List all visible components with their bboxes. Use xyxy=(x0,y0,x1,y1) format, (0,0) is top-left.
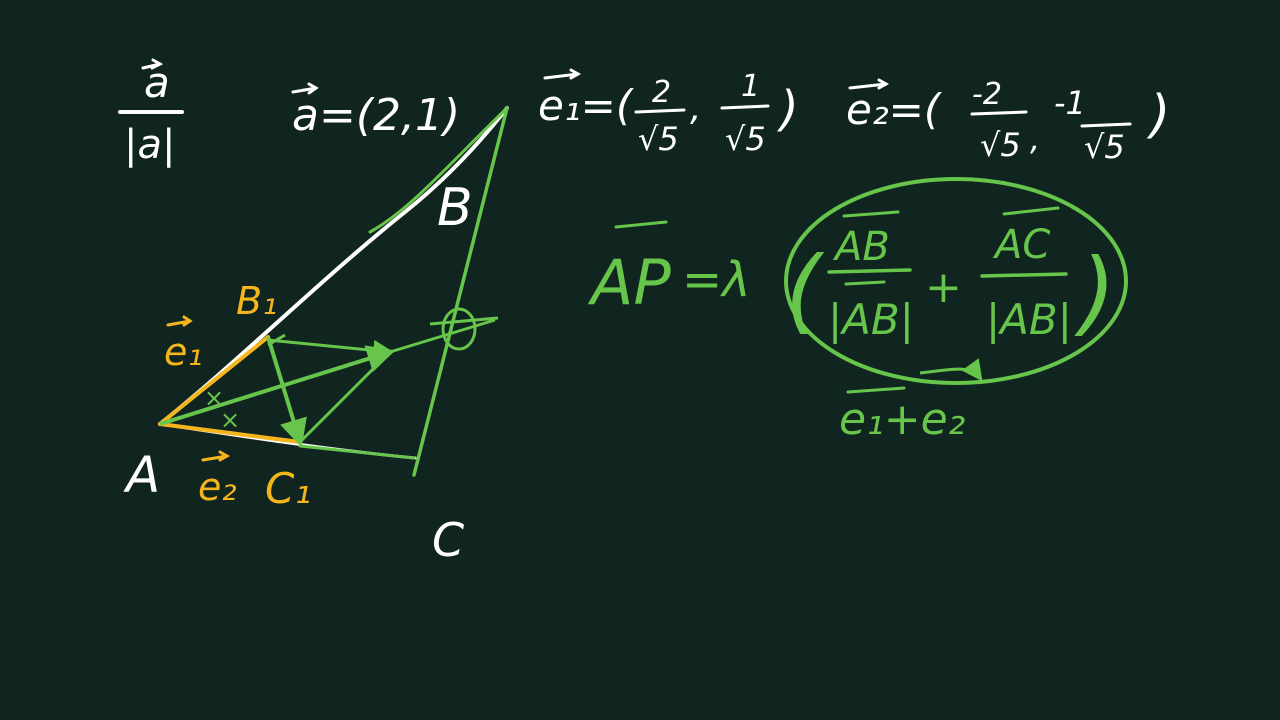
e2-left: e₂=( xyxy=(846,85,942,134)
vector-arrow-head-e2-top xyxy=(877,78,890,90)
e2-x-numerator: -2 xyxy=(972,77,1002,112)
e2-y-denominator: √5 xyxy=(1084,128,1125,166)
vector-arrow-head-a xyxy=(150,58,164,70)
e1-comma: , xyxy=(690,88,701,129)
vector-arrow-e2-top xyxy=(848,82,888,90)
e2-x-denominator: √5 xyxy=(980,126,1021,164)
label-C1: C₁ xyxy=(265,464,311,513)
label-e2: e₂ xyxy=(198,465,237,509)
e1-x-denominator: √5 xyxy=(638,120,679,158)
vector-a-definition: a=(2,1) xyxy=(291,82,460,141)
vector-arrow-head-a-definition xyxy=(307,82,319,95)
frac2-num-arrow xyxy=(1002,206,1060,216)
tick-mark-upper: × xyxy=(204,384,224,412)
a-unit-numerator: a xyxy=(144,58,170,107)
frac1-denominator: |AB| xyxy=(828,295,914,344)
vector-arrow-e1-top xyxy=(543,72,580,80)
frac2-bar xyxy=(980,272,1068,278)
e1-right-paren: ) xyxy=(777,81,799,137)
side-ab-overlay-green xyxy=(368,106,509,234)
equals-lambda: =λ xyxy=(682,252,751,308)
ap-vector: AP xyxy=(587,246,671,319)
right-formula: AP =λ ( AB |AB| + AC |AB| ) e₁+e₂ xyxy=(587,177,1128,445)
label-B1: B₁ xyxy=(236,279,277,323)
e1-definition: e₁=( 2 √5 , 1 √5 ) xyxy=(538,68,799,158)
e2-definition: e₂=( -2 √5 , -1 √5 ) xyxy=(846,77,1170,166)
green-arrow-ap xyxy=(159,345,396,426)
frac2-numerator: AC xyxy=(992,222,1050,268)
vector-e1-yellow xyxy=(158,335,270,426)
e2-right-paren: ) xyxy=(1146,85,1170,145)
unit-vector-a: a |a| xyxy=(118,58,184,168)
triangle-diagram: × × A B C B₁ C₁ e₁ e₂ xyxy=(123,106,509,567)
label-A: A xyxy=(123,446,160,504)
e1-left: e₁=( xyxy=(538,81,634,130)
highlight-circle-icon xyxy=(441,307,477,351)
green-ellipse-highlight xyxy=(784,177,1128,385)
frac1-bar xyxy=(827,268,912,274)
e2-y-numerator: -1 xyxy=(1054,84,1086,122)
label-e1: e₁ xyxy=(164,330,203,374)
e1-x-fraction-bar xyxy=(634,108,686,114)
e1-y-numerator: 1 xyxy=(741,69,760,104)
green-arrow-b1p xyxy=(267,338,395,361)
vector-arrow-ap xyxy=(614,220,668,229)
label-B: B xyxy=(437,178,473,238)
a-unit-denominator: |a| xyxy=(124,122,175,168)
vector-arrow-head-e2-label xyxy=(218,450,231,462)
e1-y-denominator: √5 xyxy=(725,120,766,158)
frac1-den-arrow xyxy=(844,280,886,286)
e2-comma: , xyxy=(1030,120,1040,158)
e1-x-numerator: 2 xyxy=(652,75,671,110)
sum-vector-arrow xyxy=(846,386,906,394)
ac-overlay-green xyxy=(298,444,416,460)
e2-y-fraction-bar xyxy=(1080,122,1132,128)
green-arrow-down xyxy=(919,358,983,382)
green-arrow-b1c1 xyxy=(266,336,307,448)
vector-a-text: a=(2,1) xyxy=(292,90,460,141)
sum-e1-e2: e₁+e₂ xyxy=(839,394,965,445)
plus-sign: + xyxy=(925,262,962,313)
vector-e2-yellow xyxy=(158,422,302,444)
vector-arrow-head-e1-top xyxy=(569,68,582,80)
tick-mark-lower: × xyxy=(220,406,240,434)
vector-arrow-a xyxy=(291,86,318,94)
tick-b1 xyxy=(267,333,286,347)
vector-arrow-head-e1-label xyxy=(182,315,193,327)
right-paren: ) xyxy=(1074,239,1116,346)
side-ab-white xyxy=(158,106,509,426)
green-cross-line xyxy=(429,316,499,326)
label-C: C xyxy=(432,513,464,567)
e1-y-fraction-bar xyxy=(720,104,770,110)
frac1-numerator: AB xyxy=(832,224,890,270)
frac1-num-arrow xyxy=(842,210,900,218)
e2-x-fraction-bar xyxy=(970,110,1028,116)
frac2-denominator: |AB| xyxy=(986,295,1072,344)
side-bc-green xyxy=(412,106,509,477)
